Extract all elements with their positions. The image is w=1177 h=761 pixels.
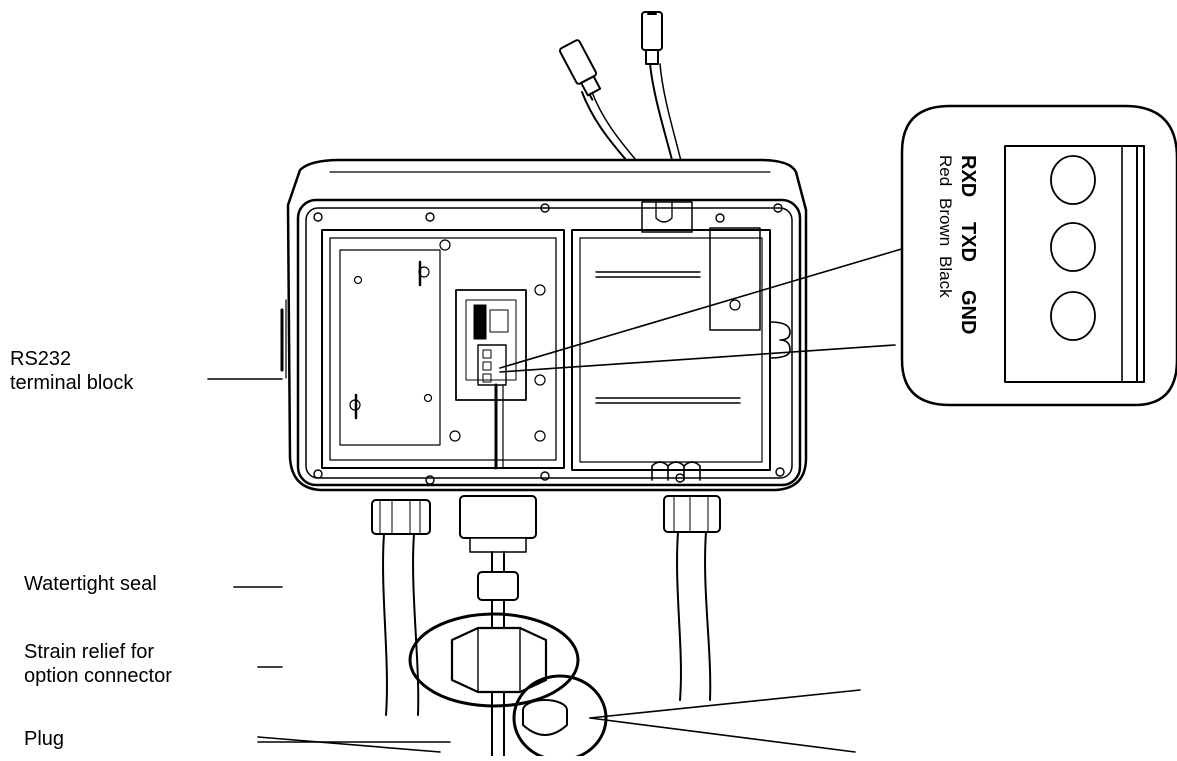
top-connector-left xyxy=(558,39,602,101)
surface-lines xyxy=(257,689,861,753)
left-cable-gland xyxy=(371,499,431,716)
terminal-screw-3 xyxy=(1050,291,1096,341)
pin-signal-txd: TXD xyxy=(957,222,979,262)
rs232-terminal-block-label: RS232 terminal block xyxy=(10,348,134,394)
top-connector-right xyxy=(641,11,663,65)
terminal-screw-2 xyxy=(1050,222,1096,272)
terminal-screw-1 xyxy=(1050,155,1096,205)
right-cable-gland xyxy=(663,495,721,701)
terminal-pin-labels: RXD Red TXD Brown GND Black xyxy=(936,155,979,334)
strain-relief-highlight xyxy=(408,612,580,708)
enclosure-housing xyxy=(280,158,808,492)
terminal-block-inset xyxy=(900,104,1177,407)
pin-signal-rxd: RXD xyxy=(957,155,979,197)
plug-label: Plug xyxy=(24,728,65,750)
pin-wire-red: Red xyxy=(936,155,955,186)
leader-lines xyxy=(207,244,916,743)
strain-relief-label: Strain relief for option connector xyxy=(24,641,172,687)
pin-wire-brown: Brown xyxy=(936,198,955,246)
center-cable-gland xyxy=(450,495,568,757)
battery-compartment xyxy=(571,201,791,481)
pin-wire-black: Black xyxy=(936,256,955,298)
watertight-seal-label: Watertight seal xyxy=(24,573,157,595)
pin-signal-gnd: GND xyxy=(957,290,979,334)
